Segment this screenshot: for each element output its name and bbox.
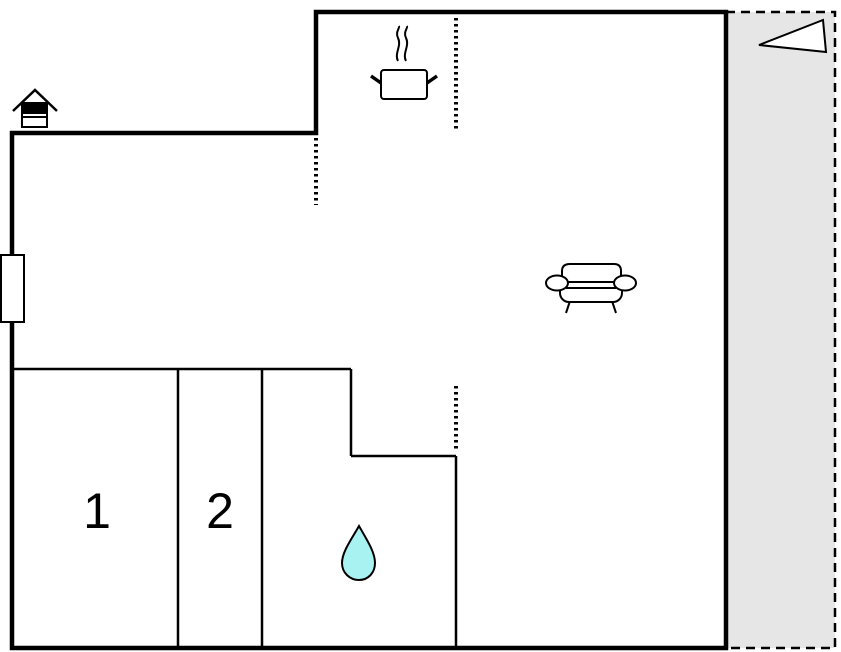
bedroom-2-label: 2 — [206, 483, 234, 539]
terrace-triangle-icon — [758, 18, 828, 54]
outer-wall — [9, 9, 729, 651]
house-entrance-icon — [12, 88, 58, 128]
sofa-icon — [545, 263, 637, 314]
terrace-fill — [726, 12, 835, 648]
window-icon — [0, 254, 25, 323]
cooking-pot-icon — [369, 25, 439, 100]
bedroom-1-label: 1 — [83, 483, 111, 539]
terrace-dashed-border — [726, 10, 837, 650]
interior-walls — [12, 367, 458, 648]
terrace-area — [726, 10, 837, 650]
open-dividers — [314, 18, 458, 452]
water-drop-icon — [340, 523, 377, 582]
